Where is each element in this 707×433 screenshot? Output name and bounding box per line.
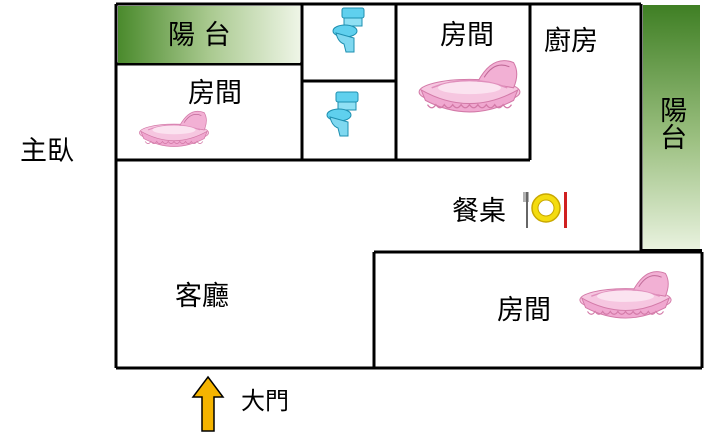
cradle-icon — [579, 270, 672, 319]
room-top-left-label: 房間 — [188, 78, 242, 109]
dining-label: 餐桌 — [452, 196, 506, 227]
cradle-icon — [138, 110, 210, 148]
room-top-center-label: 房間 — [440, 20, 494, 51]
main-door-label: 大門 — [241, 387, 289, 415]
master-bedroom-label: 主臥 — [20, 136, 74, 167]
plate-cutlery-icon — [523, 192, 567, 228]
balcony-top-label: 陽 台 — [168, 20, 231, 51]
up-arrow-icon — [191, 375, 225, 432]
toilet-icon — [332, 7, 365, 53]
kitchen-label: 廚房 — [544, 26, 598, 57]
cradle-icon — [418, 59, 521, 113]
room-bottom-right-label: 房間 — [497, 295, 551, 326]
walls — [114, 2, 704, 370]
living-room-label: 客廳 — [175, 281, 229, 312]
balcony-right-fill — [643, 5, 700, 250]
balcony-top-fill — [118, 6, 300, 63]
balcony-right-label: 陽台 — [655, 96, 687, 150]
toilet-icon — [326, 91, 359, 137]
